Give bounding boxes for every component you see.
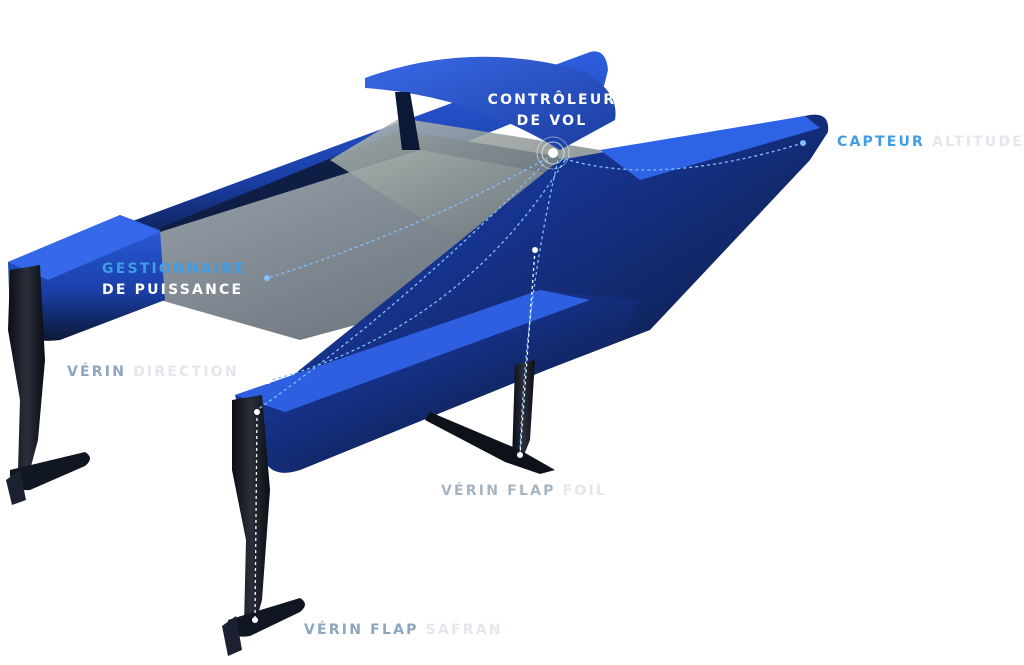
front-propeller xyxy=(222,616,242,656)
leader-rudder-vertical xyxy=(254,411,258,621)
left-strut xyxy=(8,265,45,470)
rudder-lower-dot xyxy=(252,617,258,623)
left-propeller xyxy=(6,470,26,505)
steering-dot xyxy=(265,378,271,384)
altitude-sensor-light: ALTITUDE xyxy=(932,134,1024,150)
leader-foil-vertical xyxy=(519,249,536,456)
front-hull-body xyxy=(235,290,640,470)
foil-flap-label: VÉRIN FLAP FOIL xyxy=(441,481,607,502)
flight-controller-marker xyxy=(536,136,570,170)
rudder-flap-label: VÉRIN FLAP SAFRAN xyxy=(304,620,503,641)
steering-strong: VÉRIN xyxy=(67,364,127,380)
leader-foil-flap xyxy=(519,159,559,456)
left-propeller-pod xyxy=(9,452,91,491)
power-manager-dot xyxy=(264,275,270,281)
front-hull-top xyxy=(235,290,590,412)
left-hull-top xyxy=(8,215,160,280)
power-manager-line2: DE PUISSANCE xyxy=(102,282,244,298)
altitude-sensor-dot xyxy=(800,140,806,146)
foil-strong: VÉRIN FLAP xyxy=(441,483,556,499)
power-manager-line1: GESTIONNAIRE xyxy=(102,261,247,277)
flight-controller-line2: DE VOL xyxy=(516,113,588,129)
foil-light: FOIL xyxy=(562,483,608,499)
leader-altitude-sensor xyxy=(552,142,804,171)
foil-dot xyxy=(517,452,523,458)
front-propeller-pod xyxy=(227,598,305,637)
rudder-light: SAFRAN xyxy=(425,622,503,638)
flight-controller-line1: CONTRÔLEUR xyxy=(487,92,617,108)
power-manager-label: GESTIONNAIRE DE PUISSANCE xyxy=(102,259,246,301)
foil-upper-dot xyxy=(532,247,538,253)
right-hull-top xyxy=(600,116,820,180)
canopy-support xyxy=(395,92,420,150)
canopy xyxy=(365,56,616,150)
rudder-dot xyxy=(254,409,260,415)
rear-foil xyxy=(425,412,555,474)
leader-rudder-flap xyxy=(256,159,549,411)
steering-actuator-label: VÉRIN DIRECTION xyxy=(67,362,239,383)
leader-lines xyxy=(256,142,804,456)
leader-white-lines xyxy=(254,249,536,621)
rudder-strong: VÉRIN FLAP xyxy=(304,622,419,638)
steering-light: DIRECTION xyxy=(133,364,239,380)
flight-controller-label: CONTRÔLEUR DE VOL xyxy=(452,90,652,132)
altitude-sensor-strong: CAPTEUR xyxy=(837,134,926,150)
front-strut xyxy=(232,395,270,625)
rear-strut xyxy=(512,360,535,460)
altitude-sensor-label: CAPTEUR ALTITUDE xyxy=(837,132,1024,153)
